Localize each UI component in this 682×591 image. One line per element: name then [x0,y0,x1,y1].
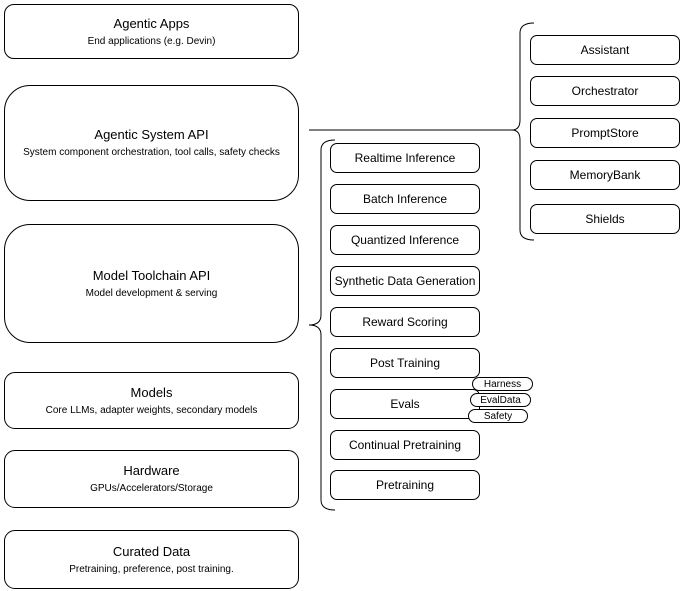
node-label: Batch Inference [362,192,448,206]
node-label: Post Training [369,356,441,370]
node-hardware: Hardware GPUs/Accelerators/Storage [4,450,299,508]
badge-label: EvalData [480,394,521,406]
node-label: Pretraining [375,478,435,492]
node-agentic-apps: Agentic Apps End applications (e.g. Devi… [4,4,299,59]
node-subtitle: Model development & serving [85,287,218,299]
node-agentic-system-api: Agentic System API System component orch… [4,85,299,201]
node-memorybank: MemoryBank [530,160,680,190]
node-curated-data: Curated Data Pretraining, preference, po… [4,530,299,589]
node-title: Hardware [123,463,180,478]
node-subtitle: Pretraining, preference, post training. [69,563,234,575]
badge-safety: Safety [468,409,528,423]
node-realtime-inference: Realtime Inference [330,143,480,173]
node-label: Quantized Inference [350,233,460,247]
node-label: Shields [585,212,625,226]
node-continual-pretraining: Continual Pretraining [330,430,480,460]
node-quantized-inference: Quantized Inference [330,225,480,255]
node-subtitle: End applications (e.g. Devin) [87,35,216,47]
node-orchestrator: Orchestrator [530,76,680,106]
node-label: Evals [390,397,420,411]
badge-harness: Harness [472,377,533,391]
node-shields: Shields [530,204,680,234]
node-subtitle: System component orchestration, tool cal… [23,147,280,158]
node-assistant: Assistant [530,35,680,65]
badge-evaldata: EvalData [470,393,531,407]
node-promptstore: PromptStore [530,118,680,148]
node-title: Model Toolchain API [92,267,211,283]
node-label: Orchestrator [571,84,639,98]
node-label: MemoryBank [569,168,641,182]
node-pretraining: Pretraining [330,470,480,500]
node-label: PromptStore [571,126,639,140]
node-batch-inference: Batch Inference [330,184,480,214]
node-label: Continual Pretraining [348,438,462,452]
node-label: Synthetic Data Generation [334,274,476,288]
node-reward-scoring: Reward Scoring [330,307,480,337]
node-label: Realtime Inference [354,151,456,165]
node-label: Reward Scoring [362,315,448,329]
node-subtitle: GPUs/Accelerators/Storage [90,483,213,494]
badge-label: Safety [483,410,513,422]
node-models: Models Core LLMs, adapter weights, secon… [4,372,299,429]
node-title: Curated Data [112,543,191,559]
node-model-toolchain-api: Model Toolchain API Model development & … [4,224,299,343]
node-post-training: Post Training [330,348,480,378]
node-synthetic-data-generation: Synthetic Data Generation [330,266,480,296]
node-title: Models [130,384,173,400]
node-subtitle: Core LLMs, adapter weights, secondary mo… [45,404,258,416]
badge-label: Harness [483,378,522,390]
node-title: Agentic Apps [113,15,190,31]
node-evals: Evals [330,389,480,419]
node-title: Agentic System API [94,127,209,142]
node-label: Assistant [580,43,630,57]
